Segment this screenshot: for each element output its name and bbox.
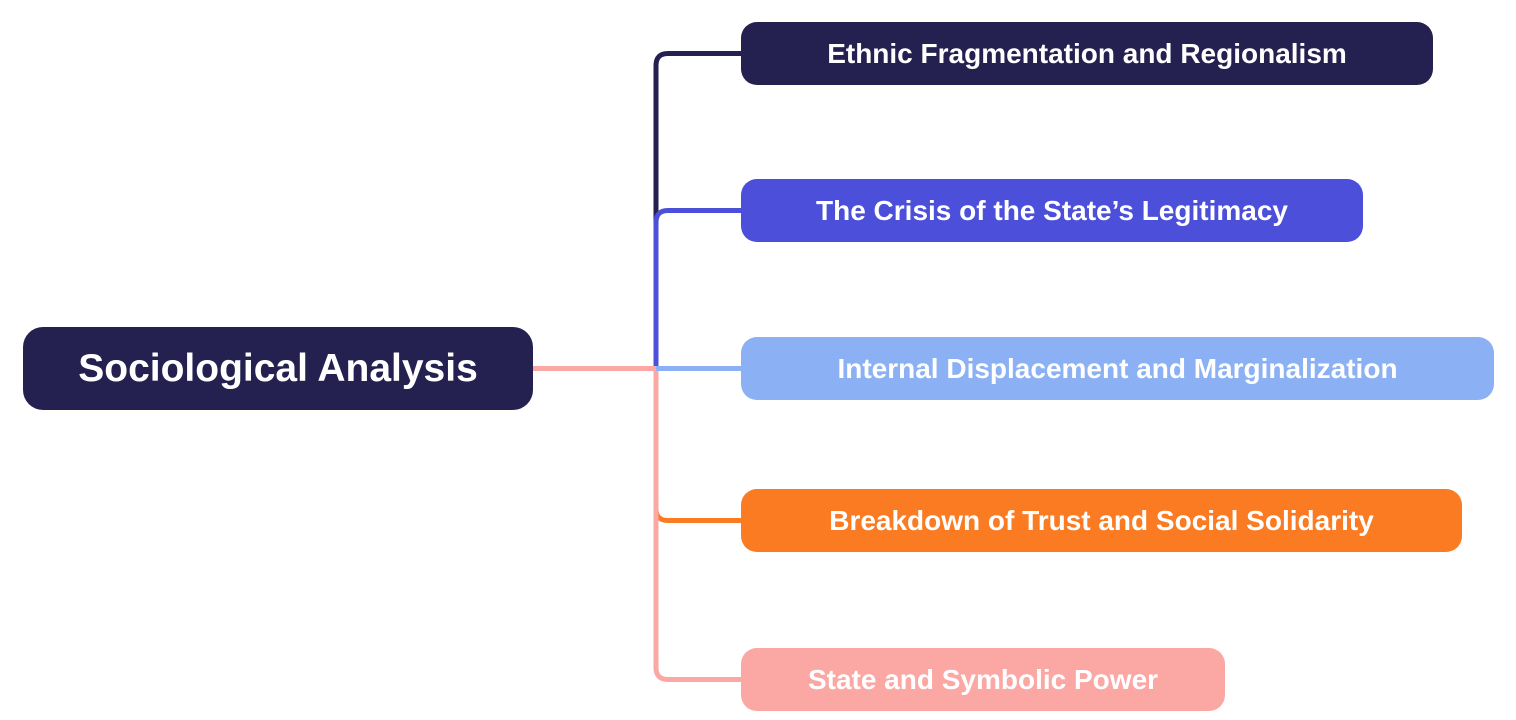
root-node-label: Sociological Analysis <box>78 346 478 390</box>
branch-node-internal-displacement[interactable]: Internal Displacement and Marginalizatio… <box>741 337 1494 400</box>
branch-node-trust-breakdown[interactable]: Breakdown of Trust and Social Solidarity <box>741 489 1462 552</box>
branch-node-label: The Crisis of the State’s Legitimacy <box>816 194 1288 226</box>
branch-node-ethnic-fragmentation[interactable]: Ethnic Fragmentation and Regionalism <box>741 22 1433 85</box>
connector-branch-4 <box>653 368 741 523</box>
branch-node-symbolic-power[interactable]: State and Symbolic Power <box>741 648 1225 711</box>
branch-node-label: Breakdown of Trust and Social Solidarity <box>829 504 1374 536</box>
connector-branch-5 <box>653 368 741 682</box>
branch-node-label: Internal Displacement and Marginalizatio… <box>837 352 1398 384</box>
connector-branch-1 <box>653 51 741 369</box>
connector-branch-2 <box>653 208 741 369</box>
branch-node-state-legitimacy-crisis[interactable]: The Crisis of the State’s Legitimacy <box>741 179 1363 242</box>
root-node[interactable]: Sociological Analysis <box>23 327 533 410</box>
branch-node-label: Ethnic Fragmentation and Regionalism <box>827 37 1347 69</box>
branch-node-label: State and Symbolic Power <box>807 663 1159 695</box>
